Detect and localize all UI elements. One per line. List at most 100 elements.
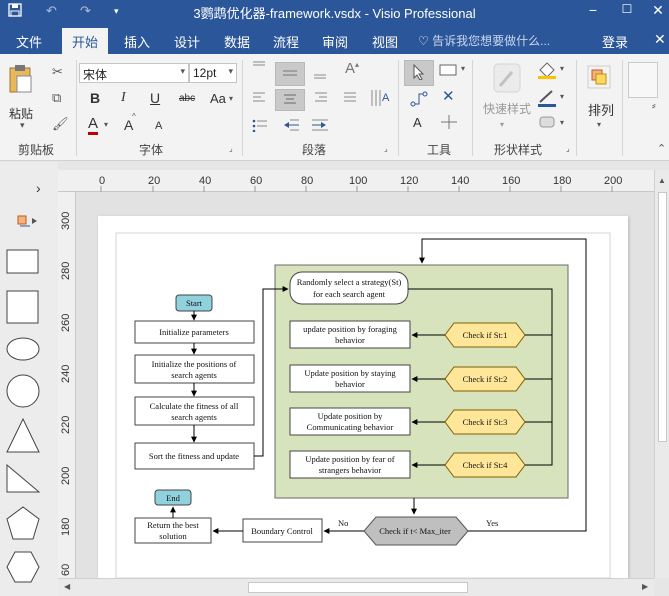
- tab-data[interactable]: 数据: [224, 35, 251, 50]
- font-dialog-launcher-icon[interactable]: ⌟: [229, 144, 233, 153]
- rectangle-shape[interactable]: [6, 248, 40, 279]
- hexagon-shape[interactable]: [6, 550, 42, 587]
- drawing-canvas[interactable]: Start Initialize parameters Initialize t…: [76, 192, 654, 578]
- strikethrough-button[interactable]: abc: [179, 93, 196, 104]
- connector-tool-icon[interactable]: [410, 90, 428, 111]
- triangle-shape[interactable]: [6, 417, 42, 457]
- arrange-icon[interactable]: [586, 64, 612, 93]
- undo-icon[interactable]: ↶: [46, 3, 57, 18]
- expand-shapes-chevron-icon[interactable]: ›: [36, 180, 41, 196]
- copy-icon[interactable]: ⧉: [52, 90, 62, 105]
- h-tick-20: 20: [148, 175, 161, 187]
- stay-box: [289, 364, 411, 393]
- tab-insert[interactable]: 插入: [124, 35, 151, 50]
- delete-x-icon[interactable]: ✕: [442, 88, 455, 105]
- text-direction-icon[interactable]: A: [370, 87, 392, 112]
- right-triangle-shape[interactable]: [6, 463, 42, 497]
- shape-styles-dialog-launcher-icon[interactable]: ⌟: [566, 144, 570, 153]
- redo-icon[interactable]: ↷: [80, 3, 91, 18]
- square-shape[interactable]: [6, 290, 40, 329]
- paste-dropdown-icon[interactable]: ▾: [20, 120, 25, 130]
- save-icon[interactable]: [8, 3, 22, 20]
- font-name-combo[interactable]: 宋体▾: [79, 63, 189, 83]
- decrease-indent-icon[interactable]: [282, 118, 300, 135]
- minimize-button[interactable]: −: [588, 2, 598, 18]
- drawing-page[interactable]: Start Initialize parameters Initialize t…: [98, 216, 628, 578]
- bullets-icon[interactable]: [252, 118, 268, 135]
- arrange-dropdown-icon[interactable]: ▾: [597, 120, 602, 129]
- bold-button[interactable]: B: [90, 90, 101, 106]
- horizontal-scroll-thumb[interactable]: [248, 582, 468, 593]
- shrink-font-button[interactable]: A: [155, 120, 163, 132]
- stencil-icon[interactable]: [16, 214, 40, 231]
- fill-dropdown-icon[interactable]: ▾: [560, 64, 565, 73]
- justify-icon[interactable]: [343, 91, 357, 108]
- align-top-icon[interactable]: [252, 60, 266, 75]
- tab-process[interactable]: 流程: [273, 35, 300, 50]
- arrange-button[interactable]: 排列: [588, 103, 615, 118]
- tab-view[interactable]: 视图: [372, 35, 399, 50]
- align-right-icon[interactable]: [314, 91, 328, 108]
- align-middle-button[interactable]: [275, 62, 305, 86]
- text-tool-button[interactable]: A: [413, 115, 422, 130]
- fill-icon[interactable]: [536, 60, 558, 83]
- italic-button[interactable]: I: [121, 90, 126, 105]
- editing-group-overflow-icon[interactable]: ⸗: [652, 100, 656, 112]
- scroll-up-icon[interactable]: ▲: [658, 176, 666, 185]
- change-case-dropdown-icon[interactable]: ▾: [229, 94, 234, 103]
- scroll-left-icon[interactable]: ◀: [64, 582, 71, 591]
- editing-group-icon[interactable]: [628, 62, 658, 98]
- tab-review[interactable]: 审阅: [322, 35, 349, 50]
- paragraph-dialog-launcher-icon[interactable]: ⌟: [384, 144, 388, 153]
- tools-group-label: 工具: [427, 143, 452, 157]
- effects-dropdown-icon[interactable]: ▾: [560, 118, 565, 127]
- rectangle-tool-dropdown-icon[interactable]: ▾: [461, 64, 466, 73]
- quick-styles-button[interactable]: 快速样式: [483, 102, 532, 116]
- collapse-ribbon-icon[interactable]: ✕: [654, 31, 666, 47]
- underline-button[interactable]: U: [150, 90, 161, 106]
- rectangle-tool-icon[interactable]: [439, 64, 457, 79]
- grow-font-button[interactable]: A: [124, 117, 134, 133]
- sort-fitness-box: [134, 442, 255, 470]
- paste-icon[interactable]: [8, 64, 34, 97]
- line-icon[interactable]: [536, 88, 558, 111]
- collapse-ribbon-chevron-icon[interactable]: ⌃: [657, 143, 667, 155]
- align-center-button[interactable]: [275, 89, 305, 111]
- close-button[interactable]: ✕: [652, 2, 664, 18]
- line-dropdown-icon[interactable]: ▾: [560, 92, 565, 101]
- tell-me-search[interactable]: ♡ 告诉我您想要做什么...: [418, 32, 550, 49]
- effects-icon[interactable]: [538, 114, 558, 133]
- customize-qat-icon[interactable]: ▾: [114, 6, 119, 16]
- align-left-icon[interactable]: [252, 91, 266, 108]
- cut-icon[interactable]: ✂: [52, 64, 63, 79]
- text-size-grow-icon[interactable]: A▴: [345, 60, 360, 77]
- paste-button[interactable]: 粘贴: [9, 107, 34, 121]
- connection-point-icon[interactable]: [440, 114, 458, 133]
- horizontal-scrollbar[interactable]: ◀ ▶: [58, 578, 654, 596]
- restore-button[interactable]: ☐: [621, 2, 633, 16]
- vertical-scrollbar[interactable]: ▲: [654, 170, 669, 578]
- pentagon-shape[interactable]: [6, 506, 42, 545]
- h-tick-100: 100: [349, 175, 368, 187]
- align-bottom-icon[interactable]: [313, 66, 327, 83]
- circle-shape[interactable]: [6, 374, 42, 413]
- font-name-value: 宋体: [83, 68, 108, 82]
- vertical-scroll-thumb[interactable]: [658, 192, 667, 442]
- tab-design[interactable]: 设计: [174, 35, 201, 50]
- tab-home[interactable]: 开始: [62, 28, 109, 54]
- font-color-dropdown-icon[interactable]: ▾: [104, 120, 109, 129]
- quick-styles-dropdown-icon[interactable]: ▾: [500, 120, 505, 129]
- scroll-right-icon[interactable]: ▶: [642, 582, 649, 591]
- ellipse-shape[interactable]: [6, 336, 42, 365]
- format-painter-icon[interactable]: 🖌: [52, 116, 69, 131]
- quick-styles-icon[interactable]: [492, 62, 522, 99]
- change-case-button[interactable]: Aa: [210, 91, 226, 106]
- return-best-line1: Return the best: [147, 520, 199, 530]
- font-color-button[interactable]: A: [88, 116, 99, 135]
- increase-indent-icon[interactable]: [311, 118, 329, 135]
- tab-file[interactable]: 文件: [16, 35, 43, 50]
- font-size-combo[interactable]: 12pt▾: [189, 63, 237, 83]
- stay-line2: behavior: [335, 379, 365, 389]
- login-link[interactable]: 登录: [602, 35, 629, 50]
- init-positions-line2: search agents: [171, 370, 217, 380]
